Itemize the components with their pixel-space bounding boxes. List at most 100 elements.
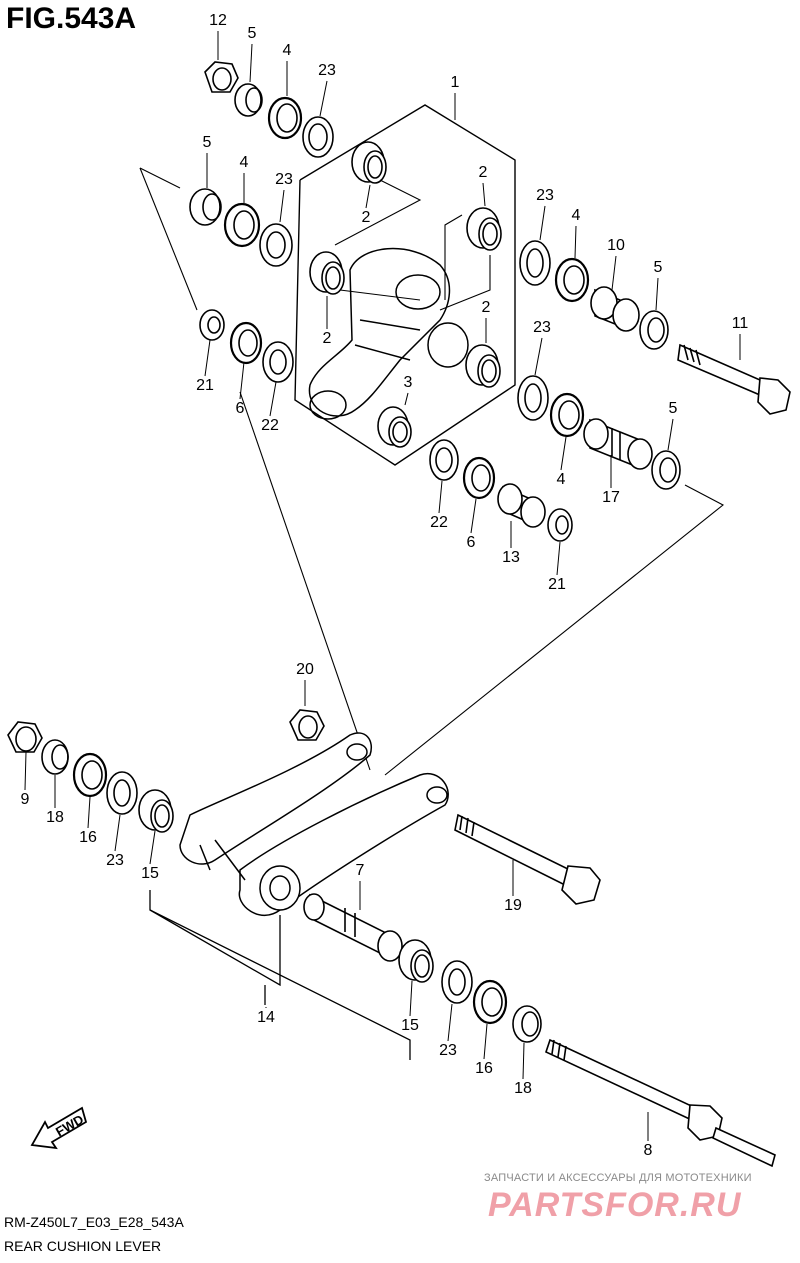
callout-label-23: 23 — [533, 319, 551, 336]
washer-23-lower-right — [441, 960, 473, 1004]
callout-label-2: 2 — [479, 164, 488, 181]
figure-code: RM-Z450L7_E03_E28_543A — [4, 1214, 184, 1230]
seal-5-top — [234, 83, 263, 117]
callout-label-8: 8 — [644, 1142, 653, 1159]
washer-23-top — [302, 116, 334, 158]
callout-label-18: 18 — [46, 809, 64, 826]
bolt-19 — [454, 813, 601, 905]
callout-label-23: 23 — [106, 852, 124, 869]
seal-5-right-mid — [651, 450, 681, 490]
callout-leader-3 — [404, 392, 409, 406]
bearing-15-right — [398, 939, 434, 983]
callout-leader-10 — [611, 255, 617, 291]
bearing-15-left — [138, 789, 174, 833]
callout-label-9: 9 — [21, 791, 30, 808]
callout-label-4: 4 — [557, 471, 566, 488]
guide-lines-upper — [139, 167, 725, 776]
callout-label-5: 5 — [248, 25, 257, 42]
oilseal-16-right — [472, 979, 508, 1025]
seal-18-right — [512, 1005, 542, 1043]
callout-leader-23 — [534, 337, 543, 376]
callout-label-4: 4 — [283, 42, 292, 59]
callout-leader-23 — [279, 189, 285, 223]
callout-label-1: 1 — [451, 74, 460, 91]
callout-leader-6 — [470, 498, 477, 534]
callout-leader-23 — [447, 1003, 453, 1042]
collar-17 — [583, 418, 653, 470]
callout-label-22: 22 — [261, 417, 279, 434]
oilseal-4-mid — [223, 202, 261, 248]
callout-leader-18 — [522, 1042, 525, 1080]
figure-title: FIG.543A — [6, 2, 137, 35]
oilseal-4-top — [267, 96, 303, 140]
callout-leaders — [24, 31, 741, 1141]
bearing-2-left — [309, 251, 345, 295]
washer-23-right-mid — [517, 375, 549, 421]
callout-label-22: 22 — [430, 514, 448, 531]
washer-23-right-top — [519, 240, 551, 286]
callout-leader-6 — [239, 361, 245, 400]
callout-leader-5 — [667, 418, 674, 451]
callout-labels: 1254231542322222341051121622323451722613… — [21, 12, 749, 1159]
callout-label-6: 6 — [236, 400, 245, 417]
washer-23-mid — [259, 223, 293, 267]
callout-leader-2 — [365, 184, 371, 209]
callout-label-17: 17 — [602, 489, 620, 506]
callout-leader-15 — [149, 830, 156, 865]
callout-label-21: 21 — [548, 576, 566, 593]
callout-label-18: 18 — [514, 1080, 532, 1097]
washer-22-left — [262, 341, 294, 383]
callout-label-4: 4 — [240, 154, 249, 171]
watermark-text: ЗАПЧАСТИ И АКСЕССУАРЫ ДЛЯ МОТОТЕХНИКИ — [484, 1172, 752, 1184]
callout-label-15: 15 — [141, 865, 159, 882]
spacer-13 — [497, 483, 546, 528]
callout-label-5: 5 — [669, 400, 678, 417]
callout-leader-5 — [655, 277, 659, 311]
callout-label-11: 11 — [732, 315, 749, 332]
fwd-arrow-icon: FWD — [30, 1106, 88, 1150]
callout-leader-23 — [539, 205, 546, 241]
callout-label-5: 5 — [203, 134, 212, 151]
callout-leader-22 — [438, 480, 443, 514]
seal-5-mid — [189, 188, 222, 226]
cushion-rod-14 — [179, 732, 449, 917]
figure-name: REAR CUSHION LEVER — [4, 1238, 162, 1254]
callout-leader-23 — [319, 80, 328, 117]
callout-leader-16 — [87, 796, 91, 829]
oilseal-6-left — [229, 321, 263, 365]
bearing-2-top — [351, 141, 387, 184]
callout-label-16: 16 — [79, 829, 97, 846]
callout-label-20: 20 — [296, 661, 314, 678]
callout-label-21: 21 — [196, 377, 214, 394]
callout-leader-21 — [204, 339, 211, 377]
bolt-8 — [545, 1038, 776, 1168]
callout-label-2: 2 — [482, 299, 491, 316]
nut-9 — [7, 721, 43, 753]
part1-bracket — [294, 104, 516, 466]
callout-leader-4 — [574, 225, 577, 259]
callout-leader-4 — [560, 436, 567, 471]
callout-leader-5 — [249, 43, 253, 83]
spacer-21-left — [199, 309, 225, 341]
callout-leader-9 — [24, 751, 27, 791]
callout-leader-23 — [114, 814, 121, 852]
washer-22-center — [429, 439, 459, 481]
part14-bracket — [149, 890, 411, 1060]
callout-label-23: 23 — [275, 171, 293, 188]
callout-label-2: 2 — [362, 209, 371, 226]
callout-label-7: 7 — [356, 862, 365, 879]
bolt-11 — [677, 343, 791, 415]
callout-label-4: 4 — [572, 207, 581, 224]
callout-leader-15 — [409, 980, 413, 1017]
bearing-3 — [377, 406, 412, 448]
seal-18-left — [41, 739, 69, 775]
oilseal-6-center — [462, 456, 496, 500]
bearing-2-right — [466, 207, 502, 251]
callout-label-12: 12 — [209, 12, 227, 29]
callout-label-23: 23 — [439, 1042, 457, 1059]
callout-leader-16 — [483, 1023, 488, 1060]
callout-label-23: 23 — [318, 62, 336, 79]
seal-5-right-top — [639, 310, 669, 350]
